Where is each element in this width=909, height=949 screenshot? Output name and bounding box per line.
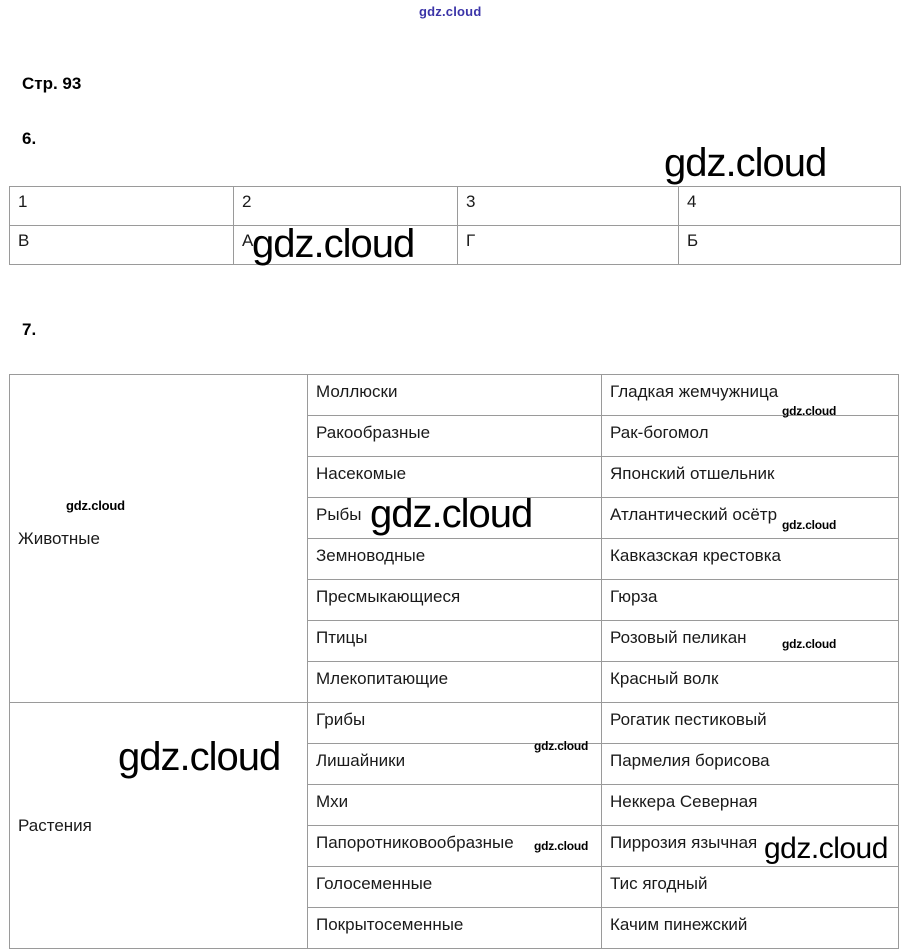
category-cell: Земноводные	[307, 538, 602, 580]
table-row: Растения Грибы Рогатик пестиковый	[9, 702, 899, 949]
example-cell: Рогатик пестиковый	[601, 702, 899, 744]
table-row: Земноводные Кавказская крестовка	[10, 538, 899, 580]
category-cell: Пресмыкающиеся	[307, 579, 602, 621]
category-cell: Покрытосеменные	[307, 907, 602, 949]
category-cell: Голосеменные	[307, 866, 602, 908]
table-row: Пресмыкающиеся Гюрза	[10, 579, 899, 621]
example-cell: Атлантический осётр	[601, 497, 899, 539]
answers-value-cell: Б	[678, 225, 901, 265]
table-row: Мхи Неккера Северная	[10, 784, 899, 826]
example-cell: Гладкая жемчужница	[601, 374, 899, 416]
table-row: Лишайники Пармелия борисова	[10, 743, 899, 785]
answers-header-cell: 4	[678, 186, 901, 226]
category-cell: Млекопитающие	[307, 661, 602, 703]
example-cell: Качим пинежский	[601, 907, 899, 949]
example-cell: Красный волк	[601, 661, 899, 703]
table-row-header: 1 2 3 4	[9, 186, 901, 226]
example-cell: Гюрза	[601, 579, 899, 621]
classification-table: Животные Моллюски Гладкая жемчужница Рак…	[9, 374, 899, 949]
table-row: Рыбы Атлантический осётр	[10, 497, 899, 539]
task-number-7: 7.	[22, 320, 37, 339]
answers-value-cell: А	[233, 225, 458, 265]
table-row: Ракообразные Рак-богомол	[10, 415, 899, 457]
page-title: Стр. 93	[22, 74, 82, 93]
category-cell: Птицы	[307, 620, 602, 662]
example-cell: Рак-богомол	[601, 415, 899, 457]
table-row: Птицы Розовый пеликан	[10, 620, 899, 662]
answers-header-cell: 3	[457, 186, 679, 226]
example-cell: Розовый пеликан	[601, 620, 899, 662]
watermark: gdz.cloud	[664, 141, 827, 185]
category-cell: Моллюски	[307, 374, 602, 416]
answers-header-cell: 1	[9, 186, 234, 226]
example-cell: Пиррозия язычная	[601, 825, 899, 867]
category-cell: Грибы	[307, 702, 602, 744]
answers-table: 1 2 3 4 В А Г Б	[9, 186, 901, 265]
table-row: Млекопитающие Красный волк	[10, 661, 899, 703]
example-cell: Неккера Северная	[601, 784, 899, 826]
category-cell: Рыбы	[307, 497, 602, 539]
category-cell: Насекомые	[307, 456, 602, 498]
group-name-cell: Растения	[9, 702, 308, 949]
table-row: В А Г Б	[9, 225, 901, 265]
table-row: Животные Моллюски Гладкая жемчужница	[9, 374, 899, 703]
example-cell: Кавказская крестовка	[601, 538, 899, 580]
answers-value-cell: Г	[457, 225, 679, 265]
example-cell: Тис ягодный	[601, 866, 899, 908]
example-cell: Пармелия борисова	[601, 743, 899, 785]
answers-value-cell: В	[9, 225, 234, 265]
category-cell: Мхи	[307, 784, 602, 826]
category-cell: Лишайники	[307, 743, 602, 785]
table-row: Голосеменные Тис ягодный	[10, 866, 899, 908]
table-row: Насекомые Японский отшельник	[10, 456, 899, 498]
task-number-6: 6.	[22, 129, 37, 148]
watermark: gdz.cloud	[419, 4, 482, 19]
table-row: Папоротниковообразные Пиррозия язычная	[10, 825, 899, 867]
category-cell: Папоротниковообразные	[307, 825, 602, 867]
answers-header-cell: 2	[233, 186, 458, 226]
group-name-cell: Животные	[9, 374, 308, 703]
example-cell: Японский отшельник	[601, 456, 899, 498]
category-cell: Ракообразные	[307, 415, 602, 457]
